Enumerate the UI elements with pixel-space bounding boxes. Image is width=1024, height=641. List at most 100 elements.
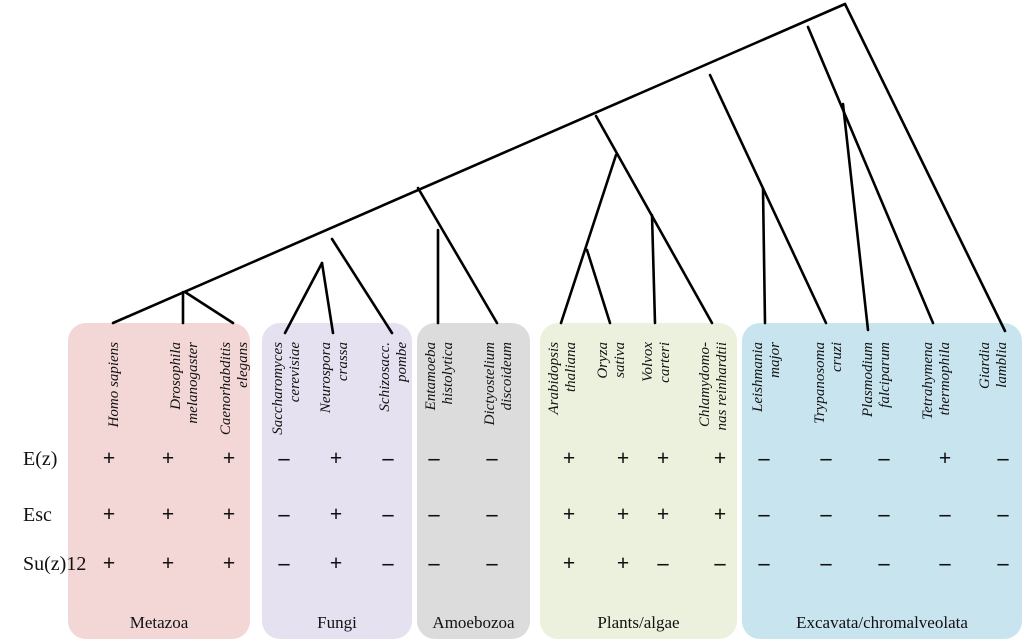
mark-drosophila-2: + [162, 550, 175, 575]
mark-giardia-1: – [997, 501, 1010, 526]
species-label-line: major [767, 342, 783, 378]
mark-drosophila-1: + [162, 501, 175, 526]
mark-giardia-0: – [997, 445, 1010, 470]
mark-neurospora-2: + [330, 550, 343, 575]
species-label-line: Leishmania [750, 342, 766, 413]
mark-tetrahymena-2: – [939, 550, 952, 575]
mark-volvox-2: – [657, 550, 670, 575]
tree-branch [806, 25, 935, 325]
species-label-line: Schizosacc. [377, 342, 393, 412]
group-box-plants [540, 323, 737, 639]
mark-schizosacc-1: – [382, 501, 395, 526]
species-label-line: Plasmodium [860, 342, 876, 418]
row-label-0: E(z) [23, 448, 57, 470]
species-label-line: Chlamydomo- [697, 342, 713, 427]
tree-branch [585, 248, 612, 325]
mark-trypanosoma-2: – [820, 550, 833, 575]
tree-branch [650, 213, 657, 325]
species-label-line: sativa [612, 342, 628, 378]
mark-chlamydomonas-1: + [714, 501, 727, 526]
mark-schizosacc-2: – [382, 550, 395, 575]
species-label-line: nas reinhardtii [714, 342, 730, 430]
mark-tetrahymena-1: – [939, 501, 952, 526]
species-label-line: Dictyostelium [482, 342, 498, 426]
species-label-line: Homo sapiens [106, 342, 122, 429]
mark-caenorhabditis-2: + [223, 550, 236, 575]
mark-homo-2: + [103, 550, 116, 575]
mark-tetrahymena-0: + [939, 445, 952, 470]
mark-dictyostelium-1: – [486, 501, 499, 526]
group-box-excavata [742, 323, 1022, 639]
mark-volvox-0: + [657, 445, 670, 470]
species-label-line: thermophila [937, 342, 953, 415]
species-label-line: cruzi [829, 342, 845, 372]
species-label-line: Oryza [595, 342, 611, 379]
species-label-homo: Homo sapiens [106, 342, 122, 429]
group-box-fungi [262, 323, 412, 639]
species-label-line: lamblia [994, 342, 1010, 388]
mark-dictyostelium-2: – [486, 550, 499, 575]
mark-caenorhabditis-1: + [223, 501, 236, 526]
mark-trypanosoma-0: – [820, 445, 833, 470]
tree-branch [594, 114, 714, 325]
mark-chlamydomonas-0: + [714, 445, 727, 470]
tree-branch [841, 102, 870, 332]
group-label-excavata: Excavata/chromalveolata [796, 613, 968, 632]
mark-neurospora-0: + [330, 445, 343, 470]
species-label-line: Drosophila [168, 342, 184, 411]
mark-homo-0: + [103, 445, 116, 470]
mark-oryza-0: + [617, 445, 630, 470]
species-label-line: histolytica [440, 342, 456, 405]
mark-oryza-1: + [617, 501, 630, 526]
mark-entamoeba-0: – [428, 445, 441, 470]
species-label-line: pombe [394, 342, 410, 383]
species-label-line: Giardia [977, 342, 993, 389]
mark-chlamydomonas-2: – [714, 550, 727, 575]
tree-branch [330, 237, 394, 335]
mark-entamoeba-1: – [428, 501, 441, 526]
row-label-2: Su(z)12 [23, 553, 86, 575]
species-label-line: carteri [657, 342, 673, 383]
species-label-line: Saccharomyces [270, 342, 286, 435]
tree-branch [183, 290, 235, 325]
species-label-line: discoideum [499, 342, 515, 410]
tree-branch [843, 2, 1007, 333]
species-label-line: elegans [235, 342, 251, 388]
mark-saccharomyces-0: – [278, 445, 291, 470]
mark-plasmodium-2: – [878, 550, 891, 575]
species-label-line: Entamoeba [423, 342, 439, 411]
tree-branch [416, 186, 499, 325]
tree-branch [559, 153, 618, 325]
mark-caenorhabditis-0: + [223, 445, 236, 470]
mark-leishmania-2: – [758, 550, 771, 575]
mark-entamoeba-2: – [428, 550, 441, 575]
species-label-line: melanogaster [185, 342, 201, 424]
mark-oryza-2: + [617, 550, 630, 575]
tree-branch [320, 261, 335, 335]
species-label-line: Neurospora [318, 342, 334, 414]
species-label-line: falciparum [877, 342, 893, 408]
species-label-line: thaliana [563, 342, 579, 392]
presence-marks: +++++++++–––+++–––––––––++++++++–++–––––… [103, 445, 1010, 575]
tree-branch [111, 2, 847, 325]
species-label-line: crassa [335, 342, 351, 381]
mark-saccharomyces-1: – [278, 501, 291, 526]
group-label-amoebozoa: Amoebozoa [432, 613, 515, 632]
mark-arabidopsis-1: + [563, 501, 576, 526]
species-label-chlamydomonas: Chlamydomo-nas reinhardtii [697, 342, 730, 430]
species-label-line: Trypanosoma [812, 342, 828, 424]
